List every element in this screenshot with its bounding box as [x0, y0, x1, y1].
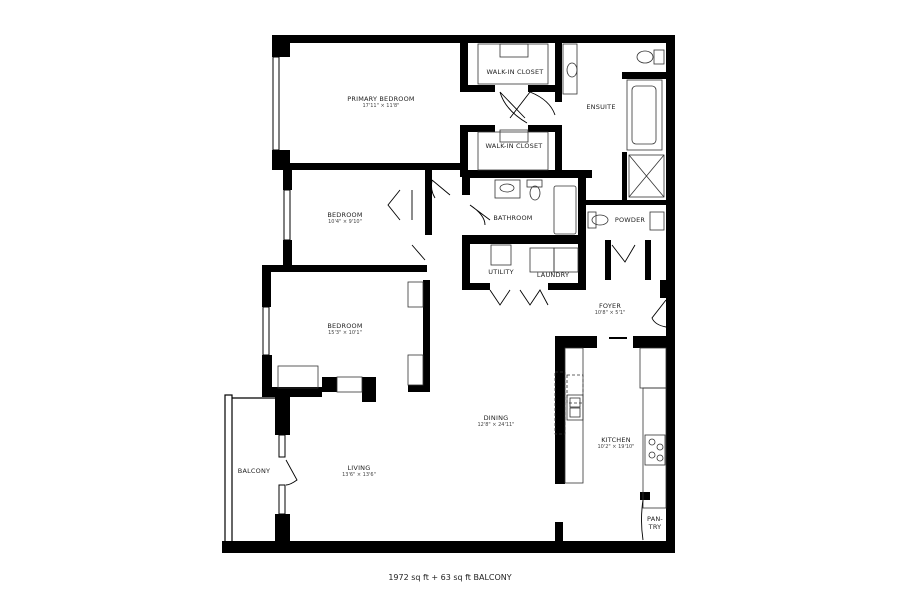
room-name: BALCONY	[237, 467, 271, 475]
fixtures	[277, 43, 667, 509]
room-name: LAUNDRY	[536, 271, 570, 279]
room-dimensions: 10'8" × 5'1"	[594, 310, 626, 316]
room-name: FOYER	[598, 302, 622, 310]
room-label-bathroom: BATHROOM	[493, 214, 532, 222]
room-label-utility: UTILITY	[488, 268, 514, 276]
room-name: WALK-IN CLOSET	[486, 68, 544, 76]
room-label-walk-in-closet-1: WALK-IN CLOSET	[487, 68, 544, 76]
doors	[285, 91, 667, 541]
total-area: 1972 sq ft + 63 sq ft BALCONY	[388, 573, 512, 582]
room-name: ENSUITE	[586, 103, 616, 111]
room-name: UTILITY	[488, 268, 514, 276]
room-label-pantry: PAN- TRY	[647, 515, 663, 531]
room-label-powder: POWDER	[615, 216, 645, 224]
room-dimensions: 13'6" × 13'6"	[342, 472, 376, 478]
room-name: PRIMARY BEDROOM	[347, 95, 415, 103]
room-name: POWDER	[614, 216, 646, 224]
room-dimensions: 12'8" × 24'11"	[477, 422, 515, 428]
room-name: PAN- TRY	[647, 515, 663, 531]
room-name: DINING	[483, 414, 509, 422]
walls	[222, 35, 675, 553]
room-dimensions: 10'2" × 19'10"	[597, 444, 635, 450]
room-dimensions: 17'11" × 11'8"	[362, 103, 400, 109]
room-name: BEDROOM	[327, 211, 363, 219]
room-name: WALK-IN CLOSET	[485, 142, 543, 150]
balcony-railing	[224, 394, 275, 546]
windows	[262, 56, 291, 515]
room-label-laundry: LAUNDRY	[537, 271, 569, 279]
room-name: KITCHEN	[601, 436, 631, 444]
room-label-balcony: BALCONY	[238, 467, 270, 475]
room-name: LIVING	[347, 464, 371, 472]
room-label-walk-in-closet-2: WALK-IN CLOSET	[486, 142, 543, 150]
room-dimensions: 10'4" × 9'10"	[328, 219, 362, 225]
room-label-ensuite: ENSUITE	[586, 103, 615, 111]
room-name: BEDROOM	[327, 322, 363, 330]
room-dimensions: 15'3" × 10'1"	[328, 330, 362, 336]
room-name: BATHROOM	[493, 214, 533, 222]
